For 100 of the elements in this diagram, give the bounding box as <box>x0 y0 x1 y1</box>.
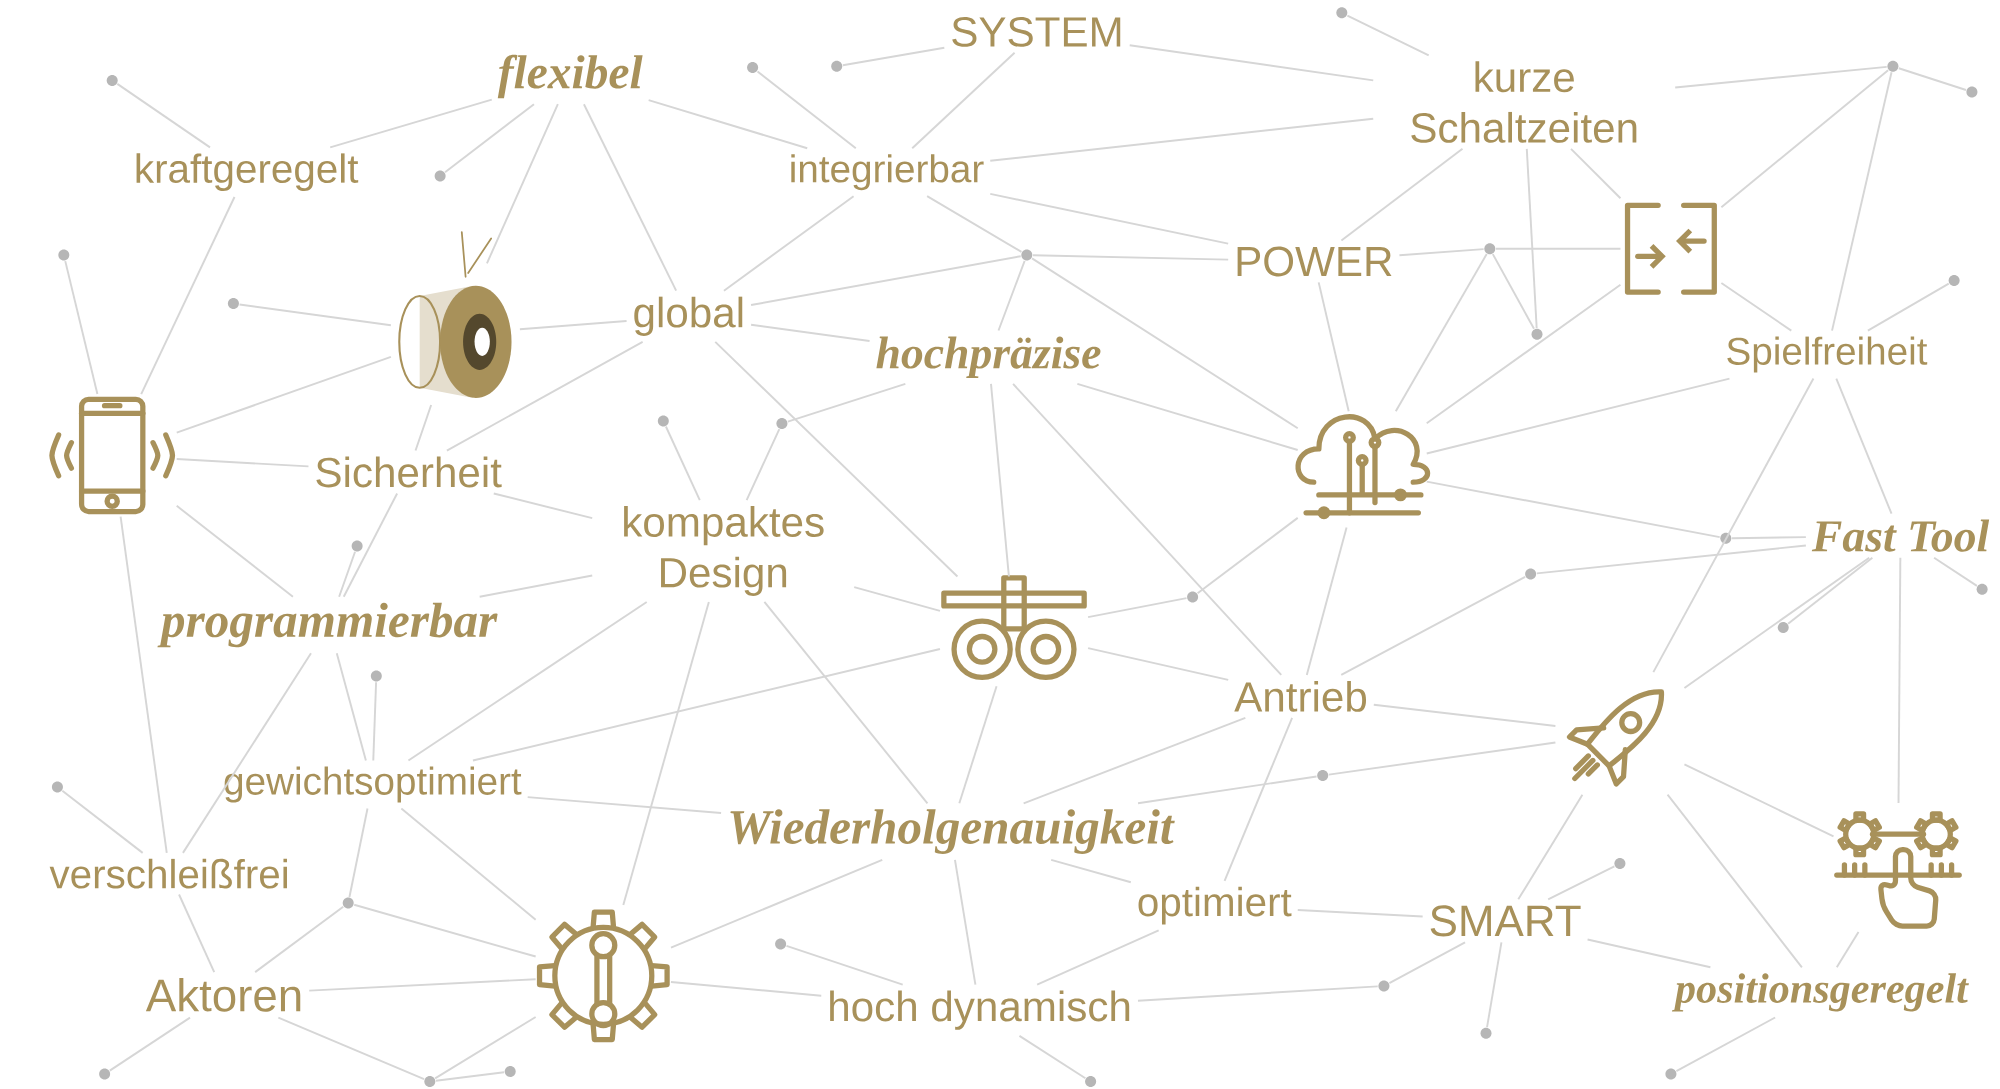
connector-line <box>1394 252 1488 413</box>
connector-line <box>670 980 823 997</box>
connector-line <box>1586 938 1712 969</box>
connector-line <box>1223 716 1294 882</box>
connector-line <box>1087 597 1188 618</box>
rocket-icon <box>1566 689 1665 787</box>
connector-line <box>471 647 941 762</box>
connector-line <box>175 457 310 468</box>
connector-line <box>1317 281 1350 413</box>
keyword-text: hoch dynamisch <box>830 990 1130 1030</box>
connector-line <box>178 893 216 973</box>
connector-line <box>1076 382 1299 451</box>
connector-line <box>582 103 678 292</box>
connector-line <box>1517 793 1584 901</box>
connector-line <box>1012 382 1283 676</box>
connector-line <box>1128 44 1375 82</box>
gear-wrench-icon <box>536 909 670 1043</box>
connector-line <box>348 807 369 898</box>
connector-line <box>140 195 236 395</box>
connector-line <box>1137 775 1318 805</box>
connector-line <box>119 515 168 854</box>
connector-line <box>1346 14 1430 57</box>
connector-line <box>750 255 1022 306</box>
keyword-text: Sicherheit <box>316 456 502 488</box>
keyword-text: Fast Tool <box>1811 519 1990 552</box>
connector-line <box>1683 556 1871 689</box>
connector-line <box>175 355 392 434</box>
connector-line <box>1491 253 1535 330</box>
connector-line <box>526 796 723 814</box>
connector-line <box>1787 556 1874 625</box>
connector-line <box>990 382 1010 578</box>
connector-line <box>1570 147 1622 200</box>
connector-line <box>1398 248 1485 257</box>
connector-line <box>342 492 399 598</box>
keyword-text: flexibel <box>497 54 643 99</box>
connector-line <box>1022 716 1247 805</box>
binocular-icon <box>941 575 1087 680</box>
connector-line <box>853 586 941 612</box>
connector-line <box>786 382 907 423</box>
connector-line <box>400 807 537 921</box>
connector-line <box>277 1016 426 1080</box>
connector-line <box>745 428 781 501</box>
connector-line <box>435 1071 506 1082</box>
connector-line <box>1305 526 1348 676</box>
connector-line <box>329 98 493 149</box>
connector-line <box>518 319 628 331</box>
connector-line <box>1018 1034 1087 1080</box>
connector-line <box>407 600 648 762</box>
connector-line <box>958 685 998 805</box>
connector-line <box>911 51 1016 150</box>
keyword-text: kompaktes Design <box>624 505 824 596</box>
connector-line <box>254 905 345 973</box>
connector-line <box>785 944 904 986</box>
connector-line <box>1031 257 1299 430</box>
connector-line <box>989 192 1230 245</box>
connector-line <box>763 600 929 805</box>
connector-line <box>1731 536 1807 540</box>
connector-line <box>1495 247 1622 250</box>
connector-line <box>338 550 356 598</box>
connector-line <box>1296 908 1424 918</box>
connector-line <box>1720 69 1890 209</box>
connector-line <box>1425 377 1731 455</box>
connector-line <box>175 504 294 598</box>
keyword-text: SYSTEM <box>952 16 1121 47</box>
keyword-text: SMART <box>1430 905 1581 937</box>
keyword-text: kraftgeregelt <box>136 153 359 191</box>
keyword-text: Spielfreiheit <box>1727 336 1928 373</box>
connector-line <box>1831 71 1893 332</box>
connector-line <box>1050 858 1132 884</box>
connector-line <box>445 340 644 452</box>
connector-line <box>670 858 884 949</box>
connector-line <box>1666 793 1803 969</box>
connector-line <box>308 978 537 992</box>
keyword-text: Aktoren <box>145 977 301 1012</box>
connector-line <box>756 70 857 150</box>
connector-line <box>1835 377 1893 515</box>
connector-line <box>1425 480 1721 538</box>
keyword-text: kurze Schaltzeiten <box>1411 61 1637 143</box>
connector-line <box>108 1016 191 1072</box>
connector-line <box>1535 544 1807 575</box>
connector-line <box>714 340 959 578</box>
gear-hand-icon <box>1834 811 1962 929</box>
connector-line <box>989 117 1375 162</box>
connector-line <box>1675 1016 1777 1072</box>
connector-line <box>1933 556 1978 587</box>
connector-line <box>335 652 367 762</box>
connector-line <box>353 903 537 958</box>
connector-line <box>1340 575 1527 676</box>
connector-line <box>1372 703 1557 727</box>
connector-line <box>723 195 855 292</box>
connector-line <box>64 260 99 395</box>
connector-line <box>1547 865 1616 901</box>
connector-line <box>1486 941 1503 1028</box>
connector-line <box>664 425 701 501</box>
keyword-text: Antrieb <box>1234 680 1366 712</box>
connector-line <box>1388 941 1466 984</box>
connector-line <box>372 681 378 762</box>
connector-line <box>1525 147 1538 329</box>
connector-line <box>116 82 211 149</box>
connector-line <box>478 574 594 598</box>
